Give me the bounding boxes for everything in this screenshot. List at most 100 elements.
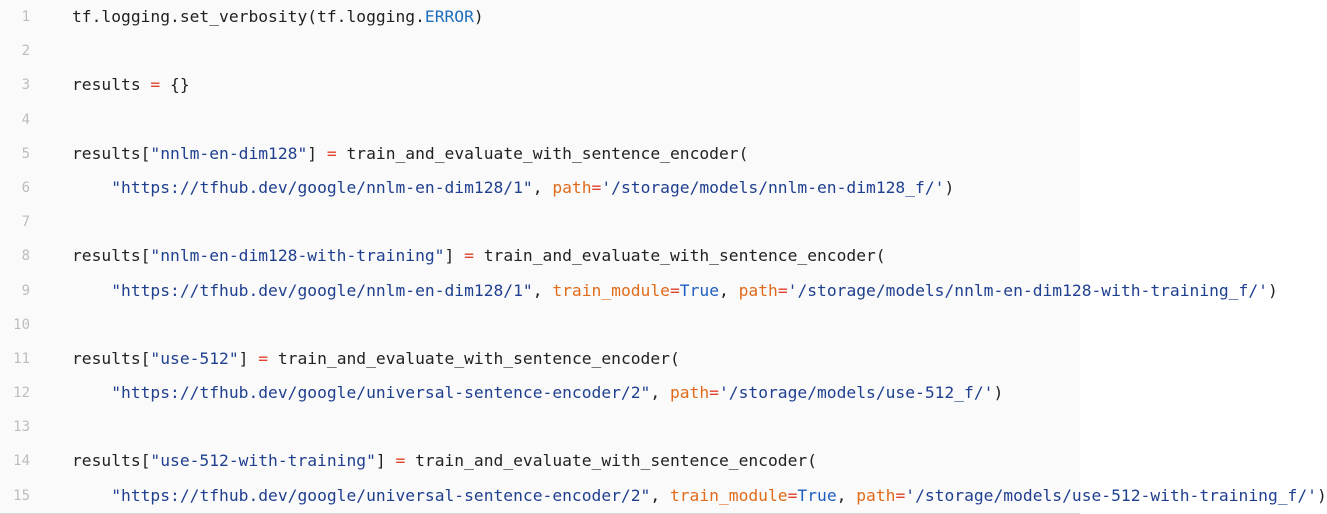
line-number: 4 [21, 111, 30, 128]
code-token: "https://tfhub.dev/google/nnlm-en-dim128… [111, 177, 533, 197]
code-token: = [669, 280, 680, 300]
line-number: 14 [13, 453, 30, 470]
code-text: results["use-512-with-training"] = train… [72, 444, 817, 478]
code-token: , [532, 280, 553, 300]
line-number: 2 [21, 43, 30, 60]
code-token: = [895, 485, 906, 505]
code-line[interactable]: 8 results["nnlm-en-dim128-with-training"]… [0, 239, 1080, 273]
code-token: train_module [669, 485, 788, 505]
code-token: '/storage/models/nnlm-en-dim128-with-tra… [787, 280, 1268, 300]
code-token: ] [238, 348, 259, 368]
code-token: tf.logging.set_verbosity(tf.logging. [72, 7, 425, 26]
code-token: "use-512-with-training" [150, 451, 376, 471]
code-token: results [72, 75, 151, 95]
line-number: 3 [21, 77, 30, 94]
code-text: "https://tfhub.dev/google/nnlm-en-dim128… [72, 171, 954, 205]
code-token: True [797, 485, 837, 505]
code-token: "https://tfhub.dev/google/universal-sent… [111, 383, 651, 403]
code-token: = [395, 451, 406, 471]
line-number: 6 [21, 179, 30, 196]
code-token: '/storage/models/use-512_f/' [718, 383, 994, 403]
line-number: 13 [13, 419, 30, 436]
code-token: "use-512" [150, 348, 239, 368]
code-token: results[ [72, 143, 151, 163]
code-token: path [552, 177, 592, 197]
code-token: '/storage/models/nnlm-en-dim128_f/' [601, 177, 945, 197]
code-token: = [258, 348, 269, 368]
code-line[interactable]: 10 [0, 308, 1080, 342]
code-text: results["nnlm-en-dim128"] = train_and_ev… [72, 137, 748, 171]
code-token [72, 281, 111, 300]
code-line[interactable]: 4 [0, 103, 1080, 137]
code-token: ] [444, 246, 465, 266]
code-line[interactable]: 11 results["use-512"] = train_and_evaluat… [0, 342, 1080, 376]
code-token: train_and_evaluate_with_sentence_encoder… [336, 143, 749, 163]
code-token: = [464, 246, 474, 266]
code-token: "nnlm-en-dim128-with-training" [150, 246, 445, 266]
code-token: "https://tfhub.dev/google/universal-sent… [111, 485, 651, 505]
code-token: , [650, 485, 670, 505]
line-number: 11 [13, 350, 30, 367]
line-number: 12 [13, 385, 30, 402]
code-token: = [150, 75, 161, 95]
code-text: "https://tfhub.dev/google/universal-sent… [72, 376, 1003, 410]
code-text: results["nnlm-en-dim128-with-training"] … [72, 239, 886, 273]
code-line[interactable]: 15 "https://tfhub.dev/google/universal-s… [0, 479, 1327, 513]
code-token [72, 178, 111, 197]
line-number: 7 [21, 214, 30, 231]
code-token: = [709, 383, 719, 403]
line-number: 15 [13, 487, 30, 504]
code-token: , [532, 177, 553, 197]
code-token: results[ [72, 348, 151, 368]
code-token: , [836, 485, 857, 505]
code-token: {} [160, 75, 190, 95]
code-token [72, 486, 111, 505]
code-line[interactable]: 6 "https://tfhub.dev/google/nnlm-en-dim1… [0, 171, 1080, 205]
code-token: train_and_evaluate_with_sentence_encoder… [473, 246, 886, 266]
code-token: = [326, 143, 337, 163]
code-token: True [679, 280, 719, 300]
code-line[interactable]: 9 "https://tfhub.dev/google/nnlm-en-dim1… [0, 274, 1278, 308]
code-token: ERROR [424, 7, 474, 26]
line-number: 1 [21, 9, 30, 25]
code-token: ) [944, 177, 955, 197]
code-token: ) [473, 7, 484, 26]
code-line[interactable]: 12 "https://tfhub.dev/google/universal-s… [0, 376, 1080, 410]
code-text: "https://tfhub.dev/google/universal-sent… [72, 479, 1327, 513]
code-token: results[ [72, 451, 151, 471]
code-line[interactable]: 14 results["use-512-with-training"] = tra… [0, 444, 1080, 478]
code-line[interactable]: 2 [0, 34, 1080, 68]
code-token: "nnlm-en-dim128" [150, 143, 308, 163]
code-token: ] [375, 451, 396, 471]
line-number: 10 [13, 316, 30, 333]
code-token: path [669, 383, 710, 403]
line-number: 8 [21, 248, 30, 265]
code-text: tf.logging.set_verbosity(tf.logging.ERRO… [72, 0, 484, 34]
code-token: ) [1267, 280, 1278, 300]
code-line[interactable]: 7 [0, 205, 1080, 239]
code-token: = [777, 280, 788, 300]
code-line[interactable]: 13 [0, 410, 1080, 444]
code-token [72, 383, 111, 402]
code-line[interactable]: 1 tf.logging.set_verbosity(tf.logging.ERR… [0, 0, 1080, 34]
code-token: ) [1316, 485, 1327, 505]
code-text: "https://tfhub.dev/google/nnlm-en-dim128… [72, 274, 1278, 308]
code-line[interactable]: 3 results = {} [0, 68, 1080, 102]
code-token: train_and_evaluate_with_sentence_encoder… [268, 348, 680, 368]
code-token: , [650, 383, 670, 403]
line-number: 9 [21, 282, 30, 299]
code-text: results = {} [72, 68, 190, 102]
code-token: = [591, 177, 602, 197]
code-token: , [719, 280, 739, 300]
code-token: path [738, 280, 778, 300]
code-token: results[ [72, 246, 151, 266]
code-token: '/storage/models/use-512-with-training_f… [905, 485, 1317, 505]
code-token: train_and_evaluate_with_sentence_encoder… [405, 451, 817, 471]
code-token: "https://tfhub.dev/google/nnlm-en-dim128… [111, 280, 533, 300]
code-token: train_module [552, 280, 670, 300]
code-token: = [787, 485, 798, 505]
code-token: ) [993, 383, 1004, 403]
